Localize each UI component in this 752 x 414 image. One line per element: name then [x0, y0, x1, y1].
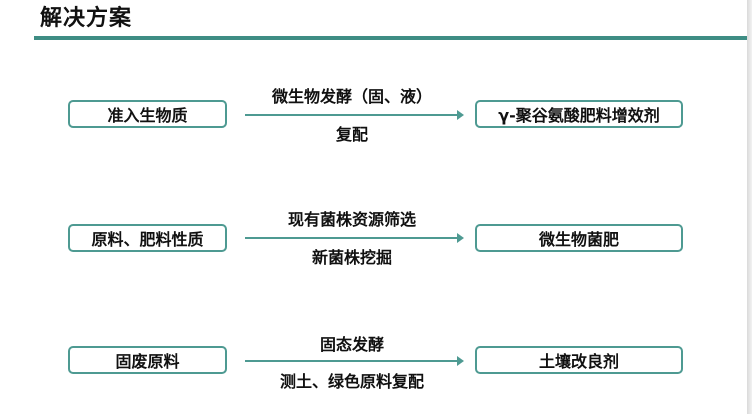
process-top-label-3: 固态发酵	[319, 335, 385, 354]
output-box-1: γ-聚谷氨酸肥料增效剂	[475, 100, 683, 128]
process-bottom-label-1: 复配	[335, 125, 369, 144]
input-box-1: 准入生物质	[68, 100, 227, 128]
title-underline	[34, 36, 747, 40]
process-top-label-1: 微生物发酵（固、液）	[271, 87, 433, 106]
process-bottom-label-2: 新菌株挖掘	[311, 248, 393, 267]
arrow-1	[245, 110, 464, 120]
input-box-2: 原料、肥料性质	[68, 224, 227, 252]
input-box-3: 固废原料	[68, 346, 227, 374]
slide-title: 解决方案	[40, 6, 133, 31]
process-bottom-label-3: 测土、绿色原料复配	[279, 372, 425, 391]
slide-edge-shadow	[747, 0, 752, 414]
arrow-3	[245, 356, 464, 366]
arrow-2	[245, 233, 464, 243]
output-box-2: 微生物菌肥	[475, 224, 683, 252]
output-box-3: 土壤改良剂	[475, 346, 683, 374]
process-top-label-2: 现有菌株资源筛选	[287, 210, 417, 229]
